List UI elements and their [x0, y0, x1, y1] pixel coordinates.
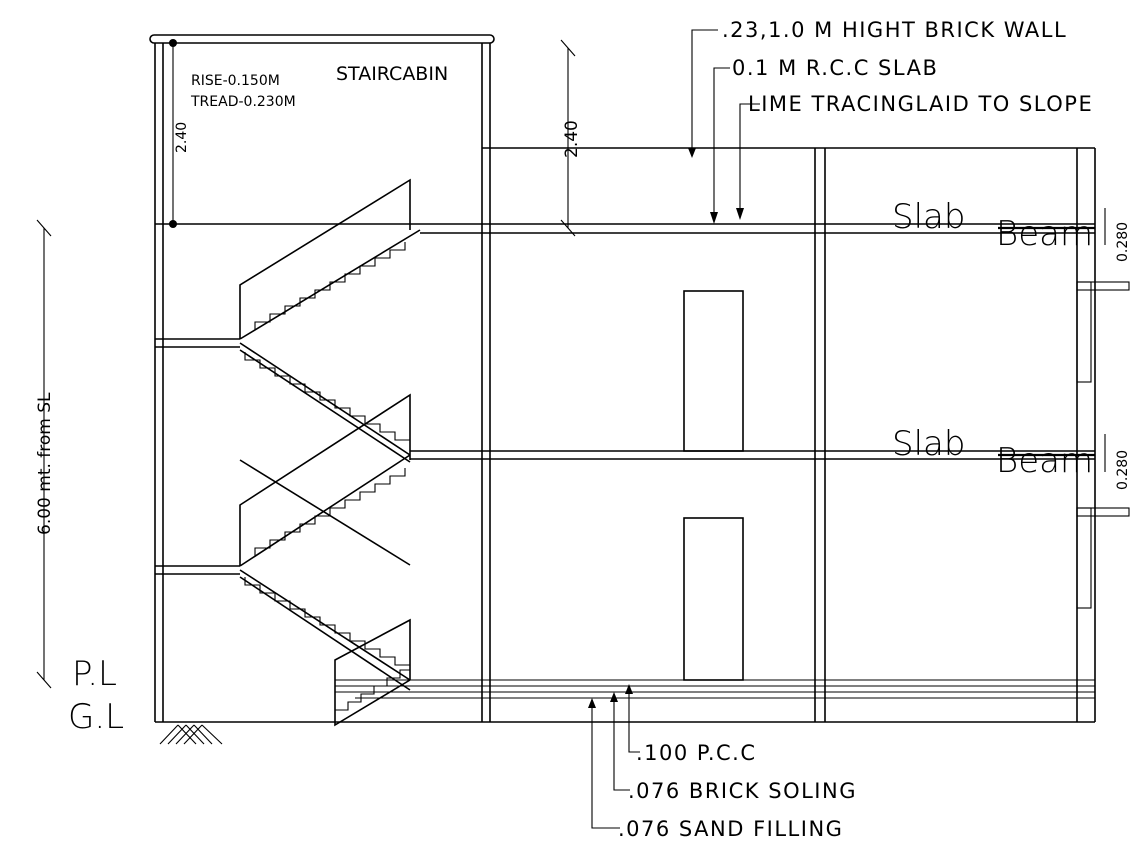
dimension-lines [36, 39, 1106, 689]
stair-tread: TREAD-0.230M [190, 94, 296, 110]
dim-beam-upper: 0.280 [1115, 222, 1131, 262]
note-rcc-slab: 0.1 M R.C.C SLAB [732, 56, 938, 80]
stair-cabin-label: STAIRCABIN [336, 63, 448, 85]
ground-floor-layers [155, 679, 1095, 723]
note-brick-wall: .23,1.0 M HIGHT BRICK WALL [722, 18, 1067, 42]
leader-lines-bottom [588, 684, 640, 829]
door-lower [683, 517, 744, 681]
leader-lines-top [688, 29, 760, 224]
stair-landings [155, 338, 240, 575]
label-slab-lower: Slab [892, 424, 965, 464]
right-windows [1076, 281, 1130, 609]
window-upper [1076, 281, 1092, 383]
note-pcc: .100 P.C.C [636, 741, 757, 765]
ground-hatch-symbol [159, 724, 223, 745]
note-lime-tracing: LIME TRACINGLAID TO SLOPE [748, 92, 1093, 116]
label-ground-level: G.L [68, 697, 124, 737]
label-beam-lower: Beam [996, 441, 1093, 481]
label-beam-upper: Beam [996, 214, 1093, 254]
cabin-roof-slab [149, 34, 495, 44]
sunshade-upper [1076, 281, 1130, 291]
stair-cabin [149, 34, 495, 722]
door-upper [683, 290, 744, 452]
dim-beam-lower: 0.280 [1115, 450, 1131, 490]
dim-parapet-height: 2.40 [562, 120, 582, 158]
label-plinth-level: P.L [72, 654, 117, 694]
building-outline [482, 147, 1096, 722]
stair-rise: RISE-0.150M [191, 73, 280, 89]
sunshade-lower [1076, 507, 1130, 517]
dim-cabin-height: 2.40 [174, 122, 190, 153]
window-lower [1076, 507, 1092, 609]
first-floor-slab [410, 450, 1095, 460]
staircase [239, 178, 421, 727]
dim-total-height: 6.00 mt. from SL [35, 392, 55, 535]
label-slab-upper: Slab [892, 197, 965, 237]
note-brick-soling: .076 BRICK SOLING [628, 779, 857, 803]
note-sand-filling: .076 SAND FILLING [618, 817, 843, 841]
